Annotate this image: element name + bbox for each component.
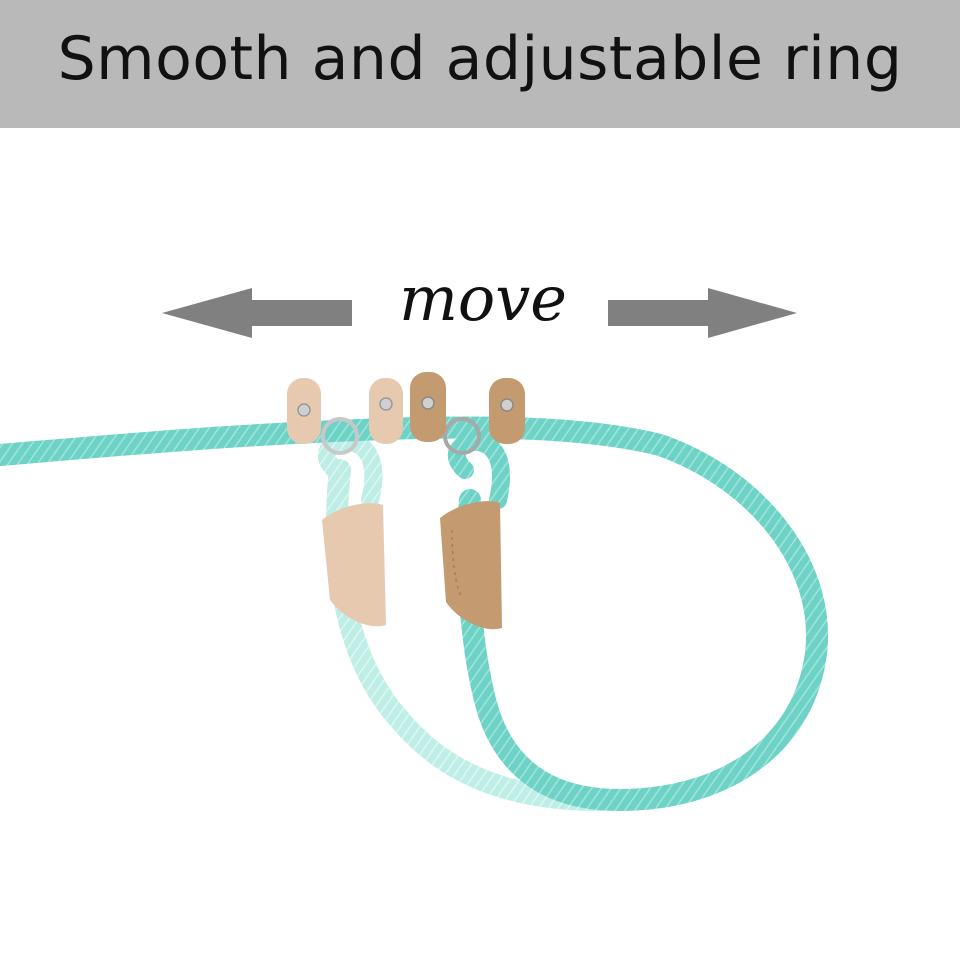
main-loop — [447, 432, 828, 812]
faded-leather-tab-left — [287, 378, 321, 444]
left-arrow-icon — [162, 288, 352, 338]
right-arrow-icon — [608, 288, 797, 338]
metal-ring — [443, 417, 481, 455]
leather-sleeve — [440, 501, 502, 630]
leather-tab-right — [489, 378, 525, 444]
move-label: move — [399, 262, 567, 335]
leather-tab-left — [410, 372, 446, 442]
header-title: Smooth and adjustable ring — [57, 24, 903, 94]
header-bar: Smooth and adjustable ring — [0, 0, 960, 128]
faded-ring — [321, 417, 359, 455]
faded-leather-tab-right — [369, 378, 403, 444]
faded-leather-sleeve — [322, 503, 386, 627]
